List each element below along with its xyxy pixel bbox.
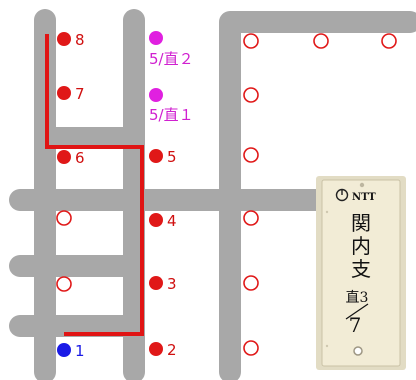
open-pole[interactable] (57, 211, 71, 225)
pole-branch-2[interactable]: 5/直２ (149, 31, 194, 68)
plate-company: NTT (352, 192, 376, 203)
pole-4-label: 4 (167, 212, 177, 230)
pole-8-label: 8 (75, 31, 85, 49)
pole-8-marker (57, 32, 71, 46)
pole-6-label: 6 (75, 149, 85, 167)
pole-number-plate: NTT 関 内 支 直3 7 (316, 176, 406, 370)
pole-3-label: 3 (167, 275, 177, 293)
open-pole[interactable] (244, 88, 258, 102)
pole-8[interactable]: 8 (57, 31, 85, 49)
plate-number: 7 (349, 313, 362, 337)
pole-branch-1[interactable]: 5/直１ (149, 88, 194, 124)
plate-line-label: 直3 (346, 289, 369, 306)
pole-branch-2-label: 5/直２ (149, 50, 194, 68)
plate-rivet-left-a (326, 211, 328, 213)
open-pole[interactable] (382, 34, 396, 48)
plate-rivet-bottom (354, 347, 362, 355)
open-pole[interactable] (314, 34, 328, 48)
pole-1-label: 1 (75, 342, 85, 360)
pole-1-marker (57, 343, 71, 357)
pole-4-marker (149, 213, 163, 227)
pole-2-label: 2 (167, 341, 177, 359)
plate-name-char-1: 関 (351, 211, 371, 235)
pole-4[interactable]: 4 (149, 212, 177, 230)
pole-branch-1-marker (149, 88, 163, 102)
pole-2-marker (149, 342, 163, 356)
open-pole[interactable] (244, 341, 258, 355)
pole-6[interactable]: 6 (57, 149, 85, 167)
plate-rivet-top (360, 183, 364, 187)
open-pole[interactable] (244, 34, 258, 48)
pole-3[interactable]: 3 (149, 275, 177, 293)
pole-branch-2-marker (149, 31, 163, 45)
pole-branch-1-label: 5/直１ (149, 106, 194, 124)
pole-3-marker (149, 276, 163, 290)
pole-5[interactable]: 5 (149, 148, 177, 166)
pole-7-label: 7 (75, 85, 85, 103)
pole-2[interactable]: 2 (149, 341, 177, 359)
pole-7-marker (57, 86, 71, 100)
open-pole[interactable] (244, 276, 258, 290)
plate-rivet-left-b (326, 345, 328, 347)
pole-7[interactable]: 7 (57, 85, 85, 103)
pole-1[interactable]: 1 (57, 342, 85, 360)
open-pole[interactable] (57, 277, 71, 291)
pole-6-marker (57, 150, 71, 164)
plate-name-char-3: 支 (351, 257, 371, 281)
pole-5-marker (149, 149, 163, 163)
plate-name-char-2: 内 (351, 234, 371, 258)
open-pole[interactable] (244, 211, 258, 225)
open-pole[interactable] (244, 148, 258, 162)
pole-5-label: 5 (167, 148, 177, 166)
